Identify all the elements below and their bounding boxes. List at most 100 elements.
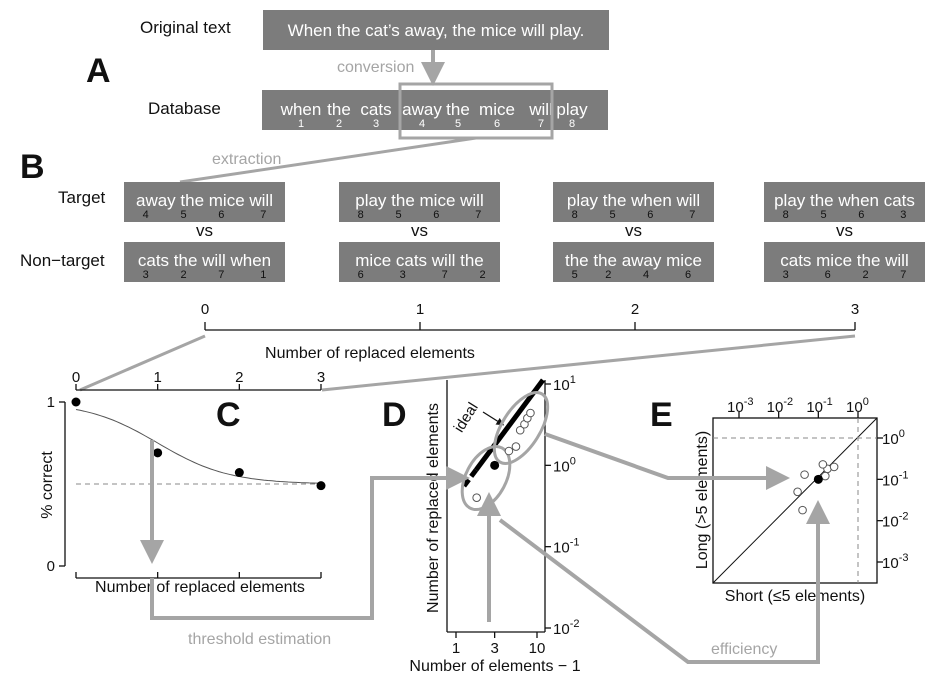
target-words: away the mice will	[136, 191, 273, 210]
nontarget-index: 2	[862, 269, 868, 281]
e-open-point	[818, 460, 828, 469]
e-y-tick-label: 100	[882, 428, 905, 448]
nontarget-index: 1	[260, 269, 266, 281]
e-open-point	[798, 505, 807, 515]
target-box	[124, 182, 285, 222]
d-y-axis-label: Number of replaced elements	[425, 403, 442, 613]
original-text-label: Original text	[140, 18, 231, 37]
nontarget-words: the the away mice	[565, 251, 702, 270]
target-index: 7	[689, 209, 695, 221]
d-x-tick-label: 10	[529, 640, 546, 657]
d-open-point	[504, 446, 514, 456]
nontarget-index: 7	[442, 269, 448, 281]
c-top-tick-label: 3	[317, 369, 325, 386]
extraction-line	[179, 136, 477, 184]
c-bottom-axis-label: Number of replaced elements	[95, 579, 305, 596]
target-index: 5	[820, 209, 826, 221]
d-y-tick-label: 100	[553, 455, 576, 475]
c-data-point	[71, 397, 81, 407]
e-x-tick-label: 100	[846, 396, 869, 416]
e-open-point	[800, 470, 809, 479]
nontarget-words: cats mice the will	[780, 251, 908, 270]
d-open-point	[515, 425, 525, 435]
database-word: away	[402, 100, 442, 119]
vs-label: vs	[625, 221, 642, 240]
c-y-tick-label: 1	[47, 394, 55, 411]
threshold-estimation-label: threshold estimation	[188, 631, 331, 648]
database-word: cats	[360, 100, 391, 119]
nontarget-index: 6	[825, 269, 831, 281]
target-index: 7	[475, 209, 481, 221]
nontarget-index: 4	[643, 269, 649, 281]
conversion-label: conversion	[337, 59, 414, 76]
zoom-line-left	[79, 334, 206, 392]
e-open-point	[829, 462, 839, 472]
c-top-axis-label: Number of replaced elements	[265, 345, 475, 362]
threshold-arrow-path	[150, 466, 470, 620]
e-y-tick-label: 10-3	[882, 552, 908, 572]
target-box	[339, 182, 500, 222]
d-ideal-pointer	[482, 411, 505, 426]
e-filled-point	[813, 474, 823, 484]
database-word: the	[327, 100, 351, 119]
target-words: play the when will	[567, 191, 700, 210]
axis-tick-label: 2	[631, 301, 639, 318]
target-index: 6	[858, 209, 864, 221]
panel-c-letter: C	[216, 396, 241, 434]
d-y-tick-label: 10-1	[553, 537, 579, 557]
d-x-tick-label: 1	[452, 640, 460, 657]
c-top-tick-label: 1	[153, 369, 161, 386]
target-words: play the mice will	[355, 191, 484, 210]
c-data-point	[153, 448, 163, 458]
d-filled-point	[490, 460, 500, 470]
nontarget-index: 2	[605, 269, 611, 281]
target-box	[764, 182, 925, 222]
efficiency-label: efficiency	[711, 641, 777, 658]
connector-arrows: threshold estimation efficiency	[150, 432, 830, 664]
d-open-point	[511, 442, 521, 451]
target-index: 6	[647, 209, 653, 221]
c-y-tick-label: 0	[47, 558, 55, 575]
database-word: when	[280, 100, 322, 119]
d-to-e-arrow	[544, 432, 790, 490]
database-index: 8	[569, 118, 575, 130]
e-x-tick-label: 10-2	[767, 396, 793, 416]
nontarget-index: 6	[358, 269, 364, 281]
d-ideal-label: ideal	[451, 400, 482, 436]
c-data-point	[316, 481, 326, 491]
database-index: 6	[494, 118, 500, 130]
nontarget-box	[124, 242, 285, 282]
nontarget-label: Non−target	[20, 251, 105, 270]
nontarget-index: 5	[572, 269, 578, 281]
c-fit-curve	[75, 409, 322, 484]
target-index: 8	[572, 209, 578, 221]
database-word: will	[528, 100, 553, 119]
database-word: the	[446, 100, 470, 119]
c-y-axis-label: % correct	[39, 451, 56, 519]
nontarget-words: mice cats will the	[355, 251, 483, 270]
zoom-line-right	[321, 334, 856, 392]
c-data-point	[234, 468, 244, 478]
target-index: 6	[433, 209, 439, 221]
d-long-group	[492, 391, 550, 465]
database-box	[262, 90, 608, 130]
nontarget-index: 7	[900, 269, 906, 281]
axis-tick-label: 1	[416, 301, 424, 318]
original-sentence: When the cat’s away, the mice will play.	[288, 21, 585, 40]
target-index: 5	[180, 209, 186, 221]
original-sentence-box	[263, 10, 609, 50]
c-top-tick-label: 2	[235, 369, 243, 386]
target-box	[553, 182, 714, 222]
database-word: play	[556, 100, 588, 119]
nontarget-index: 3	[783, 269, 789, 281]
database-index: 4	[419, 118, 425, 130]
e-y-tick-label: 10-2	[882, 511, 908, 531]
target-index: 5	[395, 209, 401, 221]
axis-tick-label: 0	[201, 301, 209, 318]
e-x-tick-label: 10-1	[806, 396, 832, 416]
